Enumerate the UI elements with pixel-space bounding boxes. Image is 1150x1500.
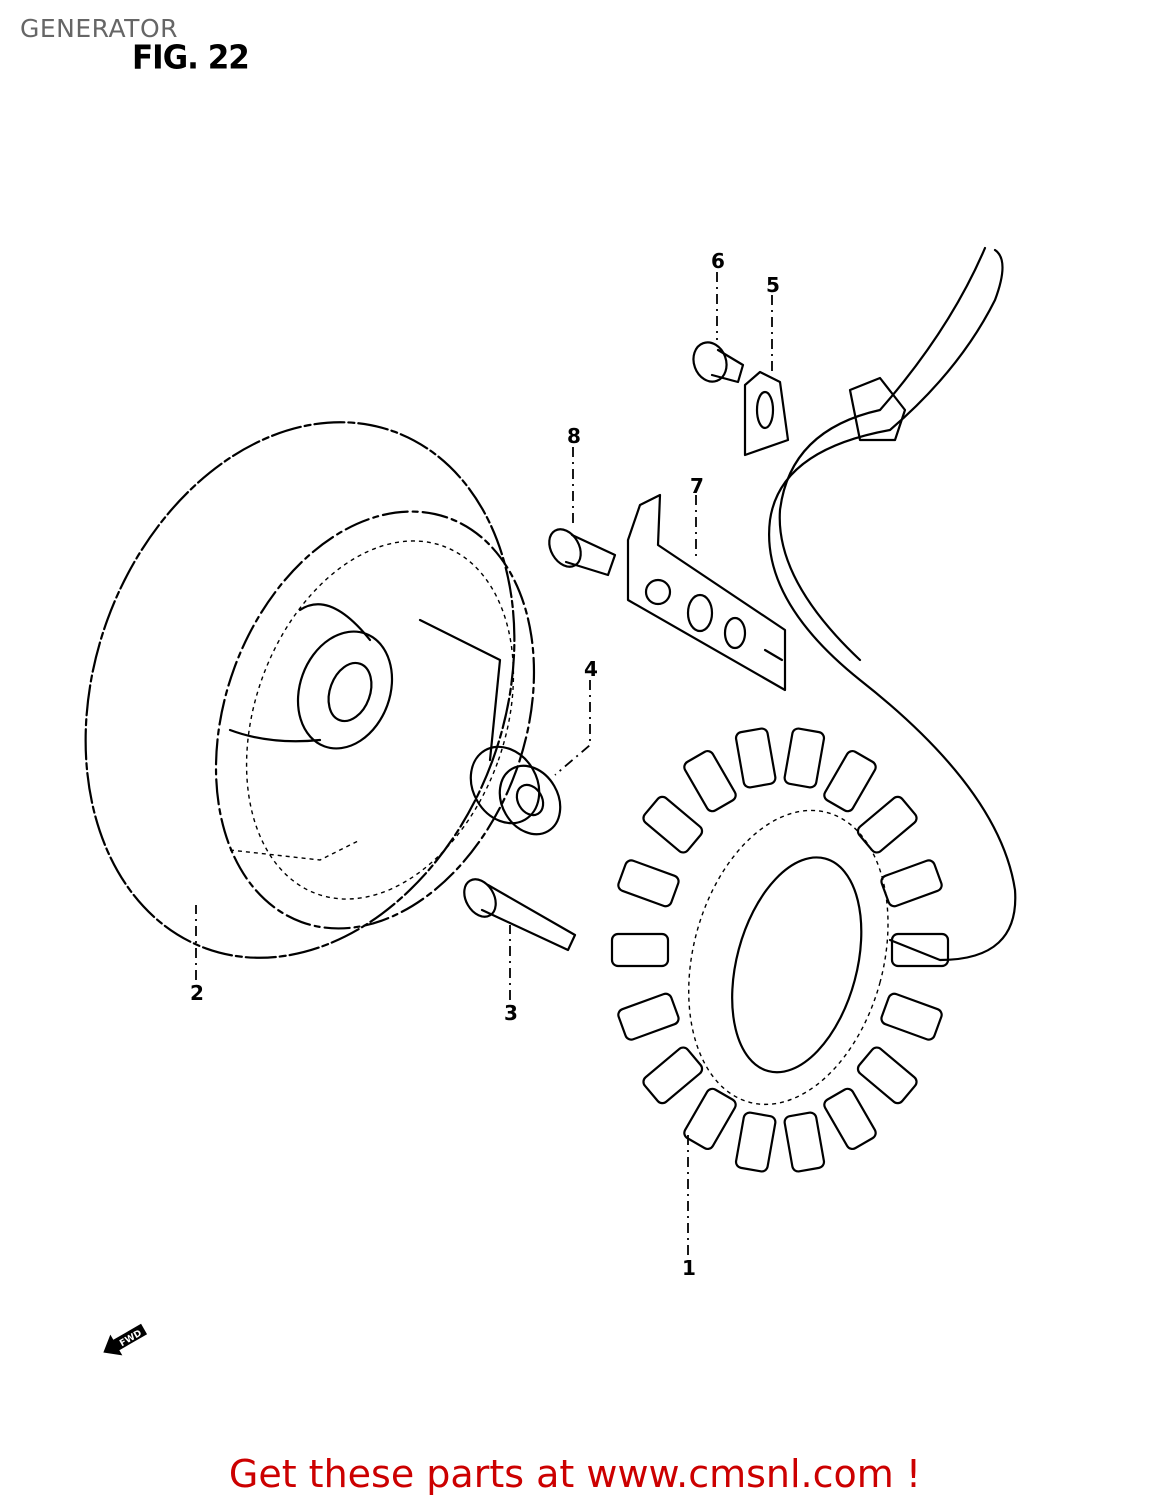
stator-pole: [856, 1046, 918, 1105]
stator-pole: [642, 795, 704, 854]
callout-7: 7: [690, 474, 704, 498]
footer-link[interactable]: Get these parts at www.cmsnl.com !: [228, 1452, 922, 1496]
part-6-bolt[interactable]: [688, 338, 745, 387]
forward-direction-arrow-icon: FWD: [103, 1323, 148, 1356]
stator-pole: [610, 932, 670, 968]
stator-pole: [783, 1111, 826, 1173]
part-2-flywheel[interactable]: [13, 361, 589, 1018]
callout-leaders: [195, 272, 773, 1255]
stator-pole: [683, 1087, 737, 1151]
stator-pole: [823, 1087, 877, 1151]
part-5-clamp[interactable]: [743, 370, 790, 457]
stator-pole: [880, 992, 943, 1041]
part-8-screw[interactable]: [543, 524, 617, 577]
stator-core: [688, 809, 889, 1106]
stator-pole: [880, 859, 943, 908]
callout-2: 2: [190, 981, 204, 1005]
figure-number: FIG. 22: [132, 39, 250, 77]
part-3-bolt[interactable]: [458, 874, 577, 952]
callout-6: 6: [711, 249, 725, 273]
stator-pole: [856, 795, 918, 854]
callout-3: 3: [504, 1001, 518, 1025]
callout-4: 4: [584, 657, 598, 681]
stator-pole: [783, 727, 826, 789]
stator-lead-wire[interactable]: [768, 246, 1017, 962]
diagram-title: GENERATOR: [20, 14, 179, 43]
stator-bore: [731, 856, 863, 1074]
callout-5: 5: [766, 273, 780, 297]
part-7-plate[interactable]: [626, 493, 787, 692]
stator-pole: [890, 932, 950, 968]
stator-pole: [617, 859, 680, 908]
stator-pole: [683, 749, 737, 813]
stator-pole: [617, 992, 680, 1041]
part-1-stator[interactable]: [610, 727, 950, 1173]
stator-pole: [823, 749, 877, 813]
part-4-nut[interactable]: [457, 734, 572, 845]
callout-1: 1: [682, 1256, 696, 1280]
stator-pole: [734, 727, 777, 789]
stator-pole: [642, 1046, 704, 1105]
stator-pole: [734, 1111, 777, 1173]
callout-8: 8: [567, 424, 581, 448]
